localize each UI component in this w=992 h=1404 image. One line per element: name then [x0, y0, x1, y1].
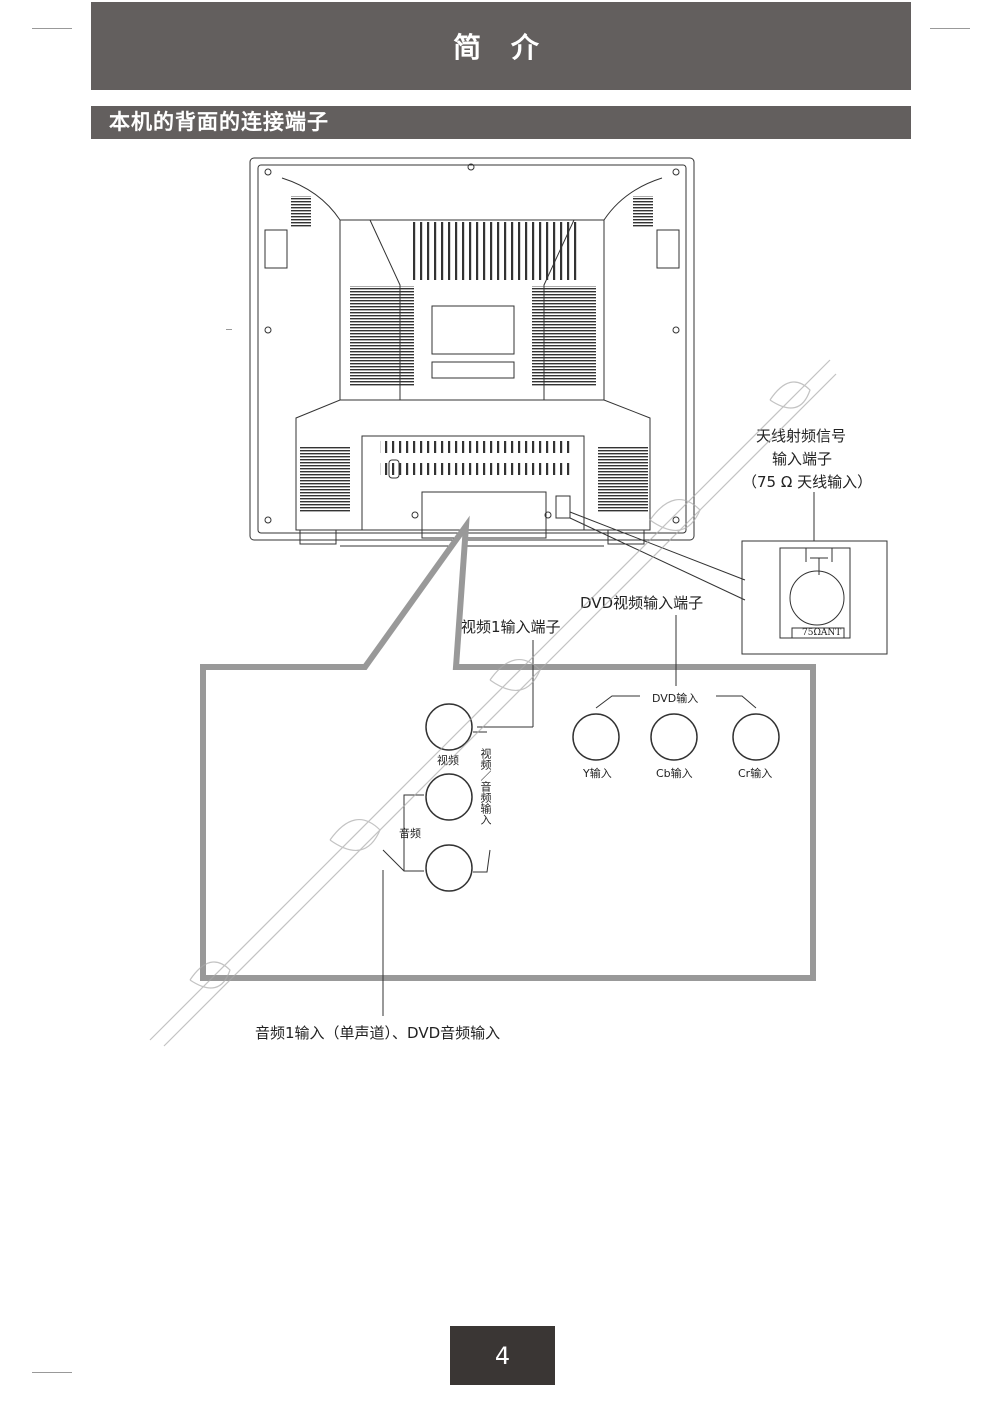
antenna-callout-line2: 输入端子: [772, 450, 833, 468]
trim-mark-bottom-left: [32, 1372, 72, 1373]
section-heading: 本机的背面的连接端子: [91, 106, 911, 139]
antenna-callout-line3: （75 Ω 天线输入）: [742, 473, 873, 491]
audio1-input-callout: 音频1输入（单声道）、DVD音频输入: [255, 1024, 501, 1042]
trim-mark-top-left: [32, 28, 72, 29]
antenna-jack-label: 75ΩANT: [802, 628, 842, 638]
cr-input-label: Cr输入: [738, 767, 773, 780]
y-input-label: Y输入: [583, 767, 612, 780]
audio-jack-label: 音频: [399, 827, 421, 840]
dvd-input-label: DVD输入: [652, 692, 699, 705]
magnified-jack-panel: [200, 515, 816, 981]
av-input-vertical-label: 视频／音频输入: [479, 748, 492, 825]
video-jack-label: 视频: [437, 754, 459, 767]
trim-mark-side: [226, 329, 232, 330]
tv-rear-cabinet: [249, 157, 695, 547]
page-number: 4: [450, 1326, 555, 1385]
video1-input-callout: 视频1输入端子: [461, 618, 561, 636]
page-title: 简 介: [91, 2, 911, 90]
trim-mark-top-right: [930, 28, 970, 29]
cb-input-label: Cb输入: [656, 767, 693, 780]
dvd-video-input-callout: DVD视频输入端子: [580, 594, 704, 612]
antenna-callout-line1: 天线射频信号: [756, 427, 847, 445]
